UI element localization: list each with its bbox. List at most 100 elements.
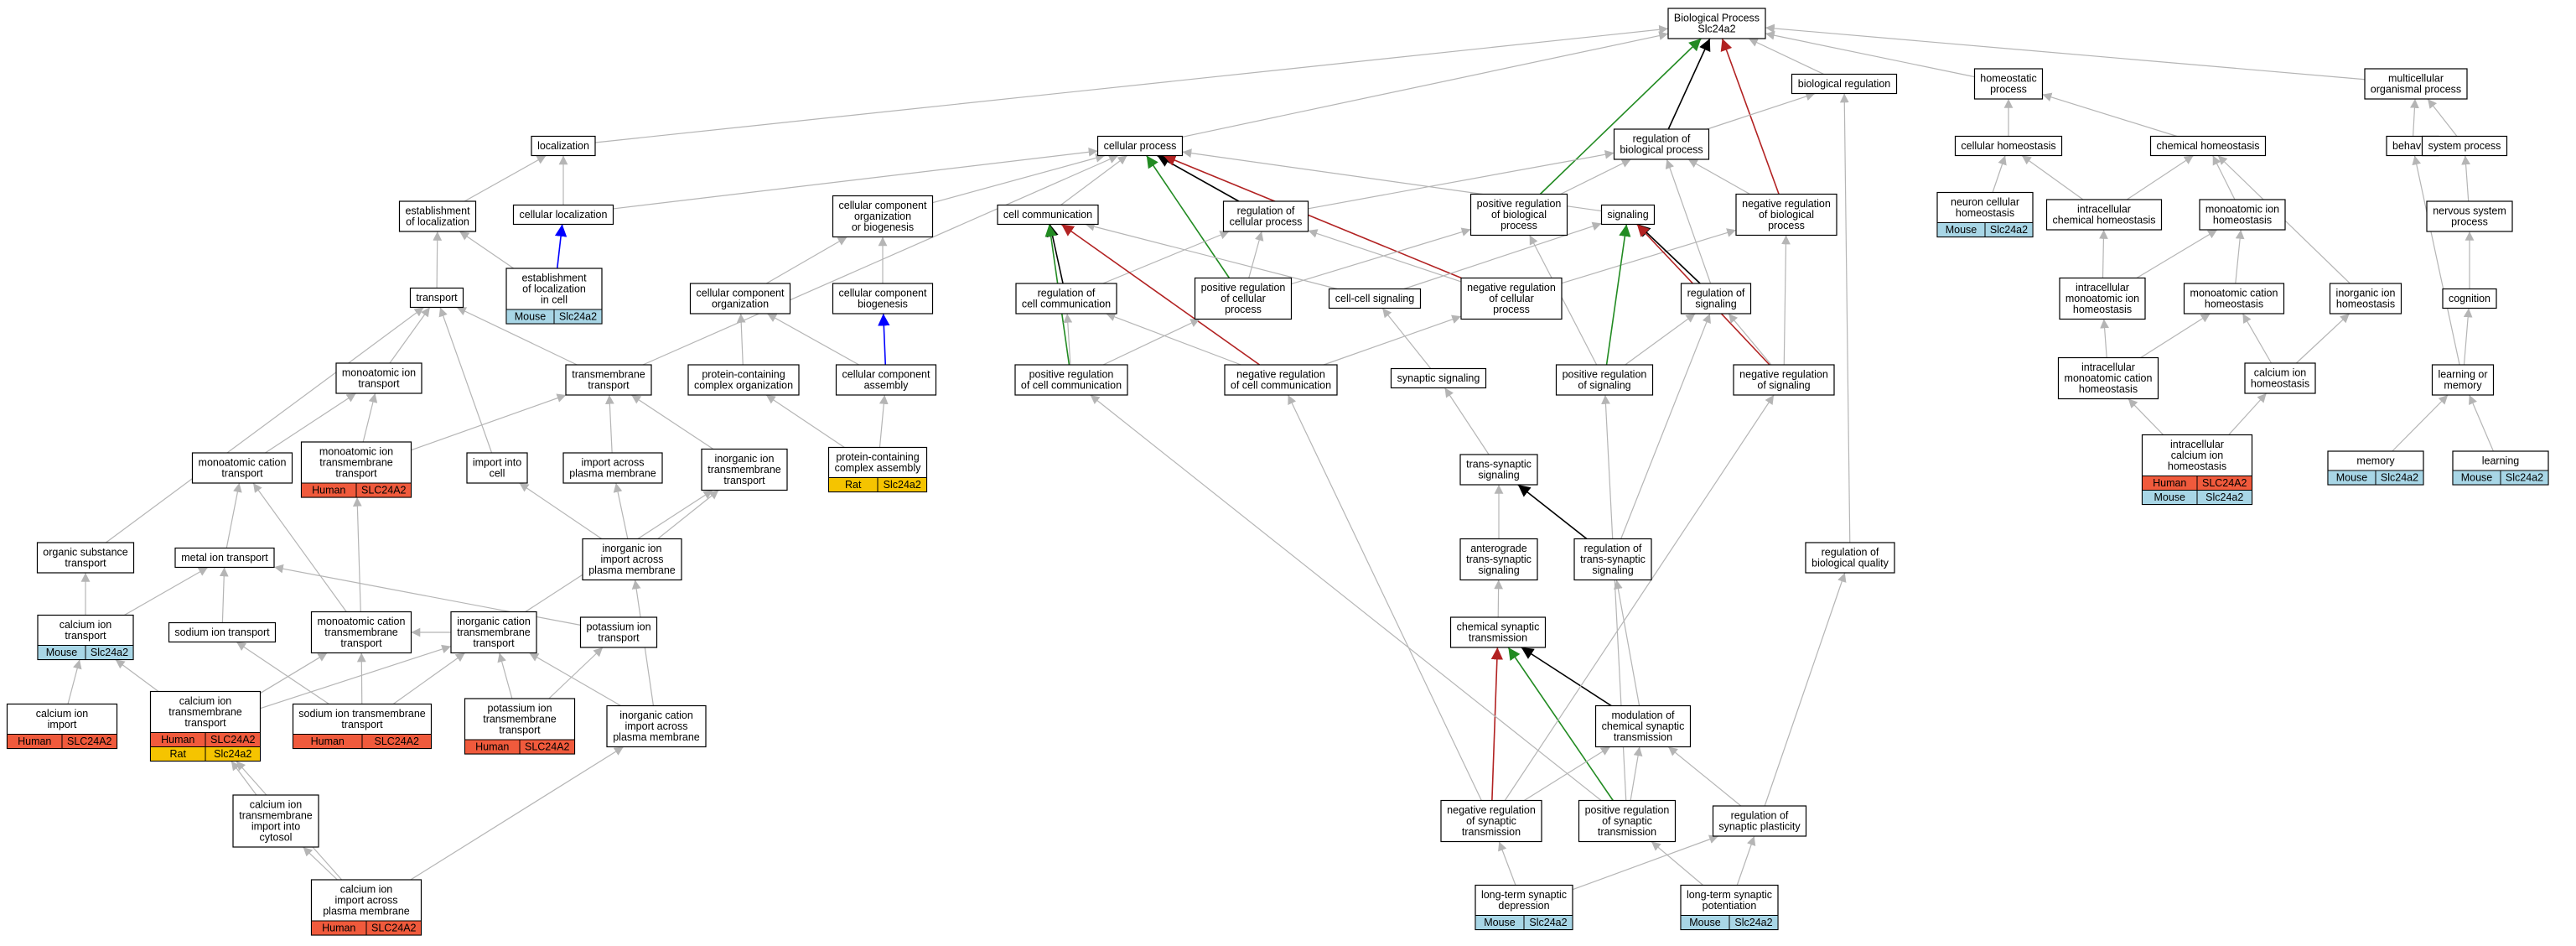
go-term-node[interactable]: localization — [531, 135, 596, 157]
node-label: transport — [341, 719, 383, 730]
gene-tag: Slc24a2 — [2506, 472, 2543, 484]
node-label: of localization — [406, 216, 469, 228]
node-label: protein-containing — [836, 451, 919, 463]
node-label: cellular process — [1230, 216, 1303, 228]
go-term-node[interactable]: cellular homeostasis — [1954, 135, 2063, 157]
go-term-node[interactable]: cellular process — [1096, 135, 1184, 157]
go-term-node[interactable]: cellular localization — [512, 204, 614, 226]
go-term-node[interactable]: biological regulation — [1791, 73, 1898, 95]
go-term-node[interactable]: metal ion transport — [174, 547, 275, 569]
is-a-edge — [1839, 93, 1851, 543]
node-label: chemical homeostasis — [2157, 140, 2260, 152]
node-label: homeostasis — [2073, 304, 2132, 315]
go-term-node[interactable]: potassium iontransmembranetransportHuman… — [464, 698, 576, 755]
go-term-node[interactable]: monoatomic iontransmembranetransportHuma… — [300, 441, 412, 498]
is-a-edge — [1637, 223, 1701, 284]
node-box — [310, 611, 412, 654]
go-term-node[interactable]: transport — [409, 287, 464, 309]
go-term-node[interactable]: chemical homeostasis — [2149, 135, 2267, 157]
go-term-node[interactable]: system process — [2421, 135, 2508, 157]
go-term-node[interactable]: cognition — [2442, 288, 2497, 309]
node-box — [689, 283, 791, 314]
is-a-edge — [1630, 746, 1643, 801]
node-box — [835, 364, 937, 396]
go-term-node[interactable]: signaling — [1600, 204, 1656, 226]
go-term-node[interactable]: cell-cell signaling — [1328, 288, 1422, 309]
is-a-edge — [389, 307, 431, 364]
go-term-node[interactable]: sodium ion transport — [168, 621, 277, 643]
node-label: calcium ion — [179, 695, 232, 707]
node-label: monoatomic cation — [318, 616, 406, 627]
node-box — [1460, 277, 1563, 320]
gene-tag: Slc24a2 — [1529, 917, 1567, 928]
go-term-node[interactable]: cell communication — [997, 204, 1099, 226]
go-term-node[interactable]: synaptic signaling — [1390, 367, 1487, 389]
